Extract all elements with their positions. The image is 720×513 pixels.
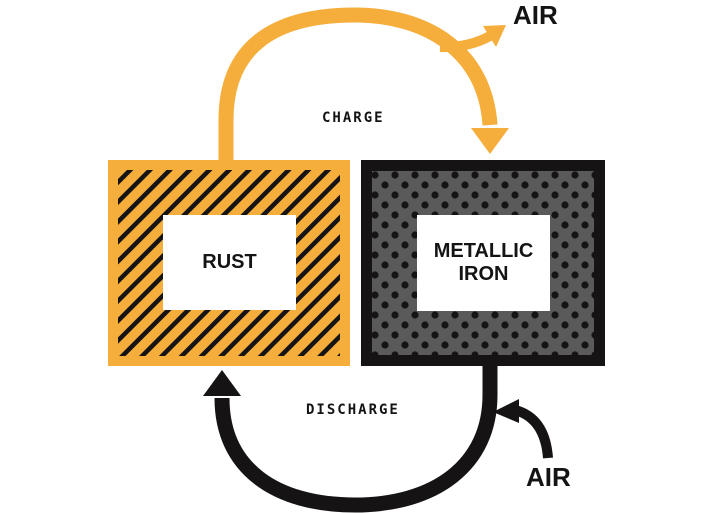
rust-label: RUST [163, 215, 296, 310]
air-in-arrow [513, 405, 553, 459]
air-in-label: AIR [526, 462, 571, 492]
discharge-arrowhead [203, 370, 241, 396]
charge-label: CHARGE [322, 110, 385, 126]
charge-arrowhead [471, 128, 509, 154]
charge-arrow [218, 7, 498, 162]
air-out-label: AIR [513, 0, 558, 30]
discharge-label: DISCHARGE [306, 402, 400, 418]
discharge-arrow [214, 366, 498, 513]
air-out-arrow [439, 31, 493, 53]
metallic-iron-label: METALLIC IRON [417, 215, 550, 311]
air-in-arrowhead [493, 399, 519, 423]
air-out-arrowhead [483, 25, 506, 47]
